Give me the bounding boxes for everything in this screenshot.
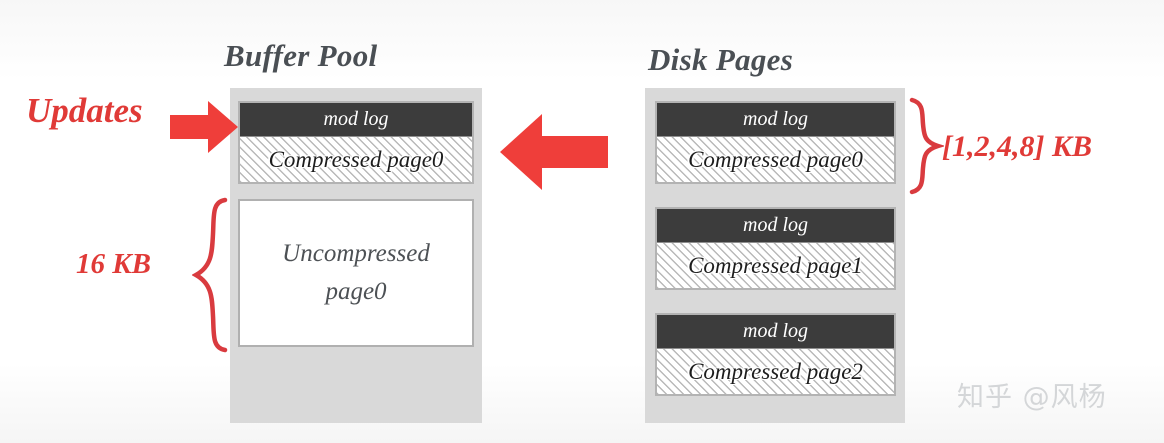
buffer-pool-title: Buffer Pool [224, 38, 378, 73]
disk-pages-title: Disk Pages [648, 42, 794, 77]
disk-page-block: mod log Compressed page0 [655, 101, 896, 184]
disk-page-compressed-label: Compressed page1 [688, 253, 863, 278]
disk-page-block: mod log Compressed page2 [655, 313, 896, 396]
buffer-pool-compressed-label: Compressed page0 [268, 147, 444, 172]
disk-page-modlog-bar: mod log [657, 103, 894, 137]
disk-page-modlog-bar: mod log [657, 315, 894, 349]
updates-label: Updates [26, 91, 143, 130]
disk-page-compressed-bar: Compressed page2 [657, 349, 894, 394]
uncompressed-page-line1: Uncompressed [282, 240, 430, 267]
arrow-right-icon [170, 101, 238, 153]
uncompressed-page-box: Uncompressed page0 [238, 199, 474, 347]
disk-page-compressed-bar: Compressed page1 [657, 243, 894, 288]
buffer-pool-compressed-bar: Compressed page0 [240, 137, 472, 182]
disk-page-compressed-label: Compressed page2 [688, 359, 863, 384]
disk-page-block: mod log Compressed page1 [655, 207, 896, 290]
arrow-left-icon [500, 114, 608, 190]
uncompressed-page-text: Uncompressed page0 [282, 235, 430, 311]
disk-page-compressed-bar: Compressed page0 [657, 137, 894, 182]
size-16kb-label: 16 KB [76, 248, 151, 280]
watermark: 知乎 @风杨 [957, 382, 1107, 413]
buffer-pool-modlog-bar: mod log [240, 103, 472, 137]
size-range-label: [1,2,4,8] KB [942, 130, 1092, 163]
uncompressed-page-line2: page0 [325, 278, 387, 305]
disk-page-compressed-label: Compressed page0 [688, 147, 863, 172]
buffer-pool-page-block: mod log Compressed page0 [238, 101, 474, 184]
curly-brace-left-icon [192, 197, 228, 353]
curly-brace-right-icon [909, 97, 944, 195]
disk-page-modlog-bar: mod log [657, 209, 894, 243]
